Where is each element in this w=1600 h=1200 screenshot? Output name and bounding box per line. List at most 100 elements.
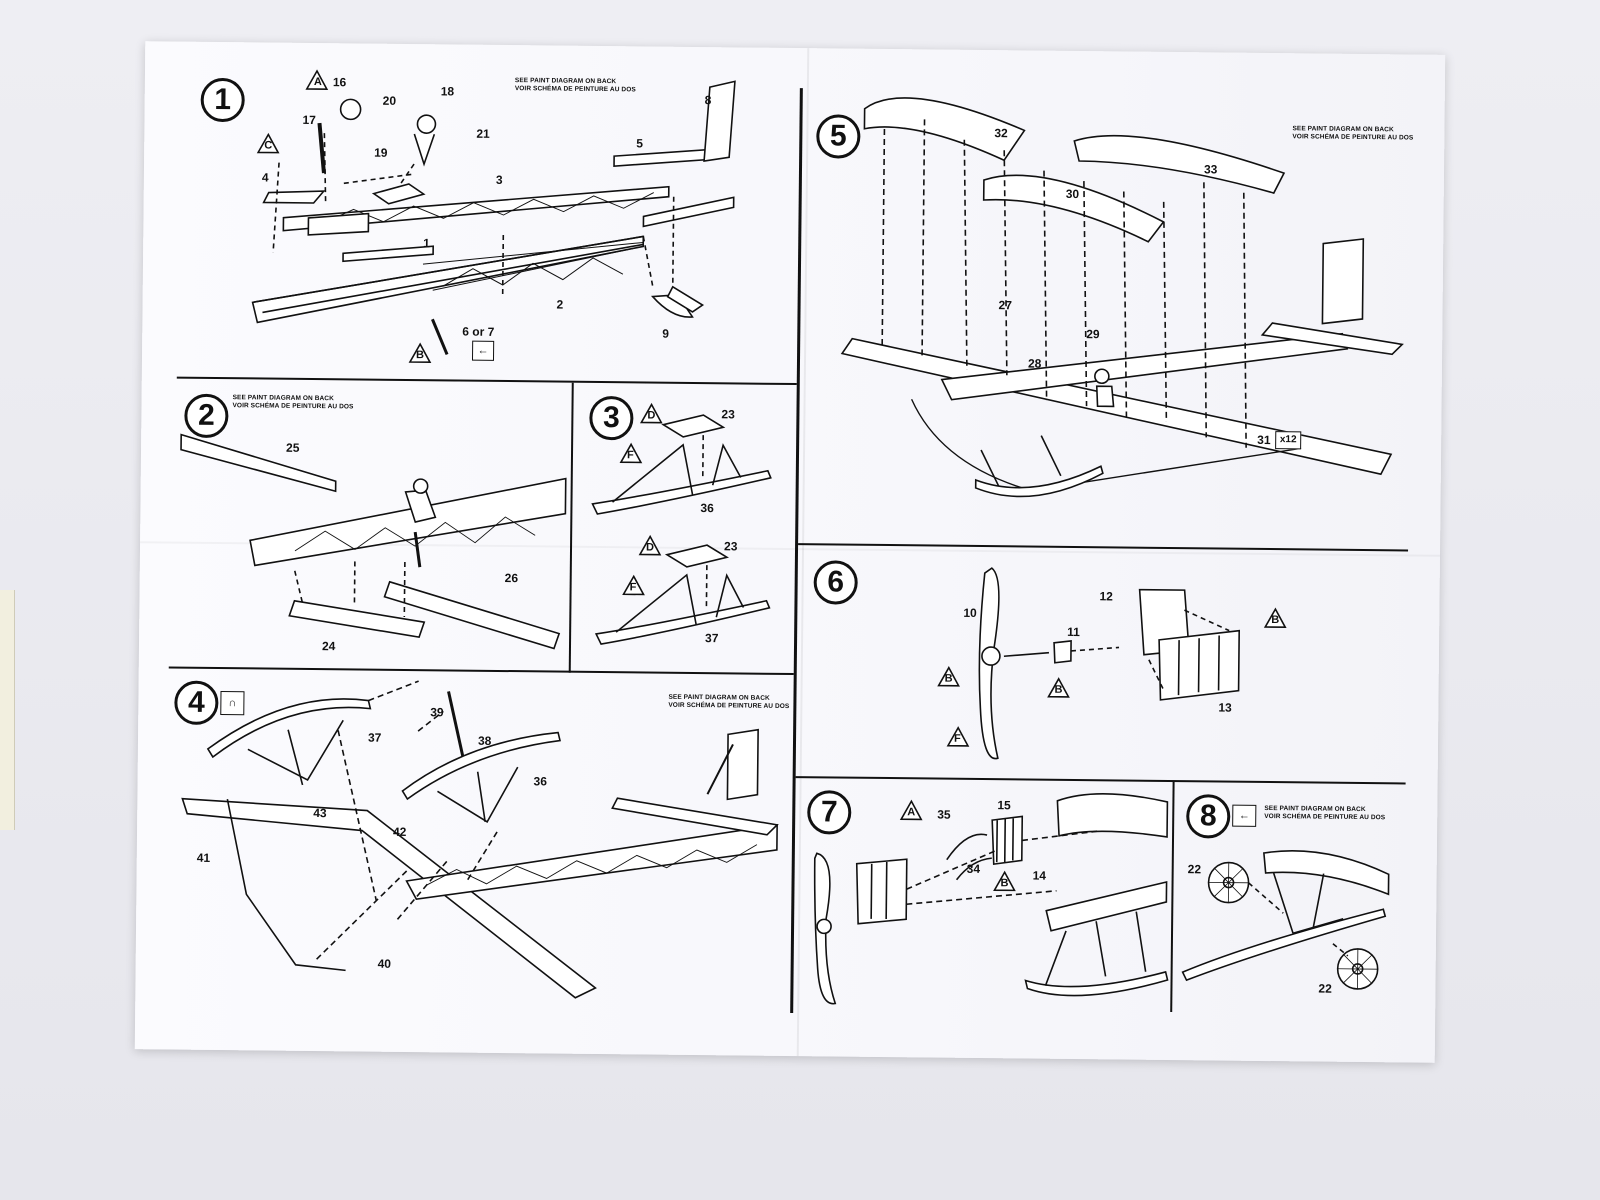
callout-letter: F xyxy=(629,581,637,594)
callout-letter: F xyxy=(626,449,634,462)
part-number: 10 xyxy=(963,605,977,620)
part-number: 11 xyxy=(1067,624,1080,640)
arrow-left-icon: ← xyxy=(1232,804,1257,827)
part-number: 37 xyxy=(705,631,719,646)
step-6-engine-drawing xyxy=(978,567,1241,760)
part-number: 24 xyxy=(321,639,336,654)
callout-letter: B xyxy=(415,349,425,362)
arrow-left-icon: ← xyxy=(471,340,495,361)
callout-letter: B xyxy=(944,672,953,685)
warning-triangle-icon xyxy=(639,402,663,424)
warning-triangle-icon xyxy=(408,342,432,364)
part-number: 14 xyxy=(1032,868,1047,883)
part-number: 36 xyxy=(533,774,548,789)
part-number: 41 xyxy=(196,850,211,865)
step-5-biplane-drawing xyxy=(840,97,1404,498)
part-number: 35 xyxy=(937,807,951,822)
part-number: 38 xyxy=(477,733,492,748)
step-number: 6 xyxy=(813,560,858,605)
part-number: 30 xyxy=(1065,186,1080,202)
part-number: 42 xyxy=(392,824,407,839)
warning-triangle-icon xyxy=(638,534,662,556)
part-number: 9 xyxy=(662,326,670,341)
callout-letter: A xyxy=(907,806,916,819)
step-number: 8 xyxy=(1186,794,1231,839)
callout-letter: B xyxy=(1271,614,1280,627)
part-number: 22 xyxy=(1318,981,1332,996)
callout-letter: C xyxy=(264,139,273,152)
part-number: 6 or 7 xyxy=(462,324,495,339)
part-number: 18 xyxy=(440,84,455,99)
part-number: 21 xyxy=(476,126,490,141)
display-stand-edge xyxy=(0,590,15,830)
callout-letter: B xyxy=(1054,683,1063,696)
part-number: 43 xyxy=(313,806,327,821)
part-number: 28 xyxy=(1027,356,1042,371)
warning-triangle-icon xyxy=(1263,607,1287,629)
step-7-radiator-drawing xyxy=(813,793,1169,1005)
part-number: 20 xyxy=(382,93,397,108)
callout-letter: F xyxy=(953,732,961,745)
step-number: 5 xyxy=(816,114,861,159)
step-8-wheels-drawing xyxy=(1181,849,1390,990)
step-3-skids-drawing xyxy=(591,414,772,645)
quantity-multiplier: x12 xyxy=(1275,431,1302,450)
part-number: 4 xyxy=(261,170,269,185)
callout-letter: D xyxy=(647,409,656,422)
part-number: 23 xyxy=(721,407,735,422)
step-number: 3 xyxy=(589,395,634,441)
part-number: 23 xyxy=(723,539,738,554)
callout-letter: D xyxy=(645,541,655,554)
warning-triangle-icon xyxy=(305,69,329,90)
part-number: 8 xyxy=(704,93,712,108)
step-number: 4 xyxy=(174,680,219,726)
part-number: 34 xyxy=(966,861,981,877)
warning-triangle-icon xyxy=(619,442,643,464)
part-number: 25 xyxy=(285,440,300,455)
callout-letter: B xyxy=(1000,877,1009,890)
step-4-rigging-drawing xyxy=(181,680,779,999)
step-7-panel: 7 35 15 34 14 A B xyxy=(795,778,1172,1017)
step-number: 1 xyxy=(200,77,245,123)
part-number: 37 xyxy=(367,730,382,745)
part-number: 12 xyxy=(1099,589,1113,604)
warning-triangle-icon xyxy=(946,726,970,747)
part-number: 3 xyxy=(495,172,503,187)
part-number: 31 xyxy=(1257,432,1271,448)
part-number: 2 xyxy=(556,297,564,312)
step-number: 2 xyxy=(184,393,229,439)
warning-triangle-icon xyxy=(256,132,280,154)
part-number: 22 xyxy=(1187,862,1202,877)
step-6-panel: 6 10 12 11 13 B B B F xyxy=(798,546,1410,782)
warning-triangle-icon xyxy=(993,870,1016,892)
step-3-panel: 3 23 36 23 37 D F D F xyxy=(571,384,797,673)
part-number: 5 xyxy=(636,136,644,151)
warning-triangle-icon xyxy=(622,574,645,596)
step-number: 7 xyxy=(807,790,852,835)
part-number: 40 xyxy=(377,956,392,971)
warning-triangle-icon xyxy=(899,799,923,821)
part-number: 29 xyxy=(1086,327,1100,342)
part-number: 19 xyxy=(374,145,388,160)
warning-triangle-icon xyxy=(1047,677,1070,698)
part-number: 32 xyxy=(994,126,1008,141)
callout-letter: A xyxy=(313,75,322,89)
warning-triangle-icon xyxy=(937,666,960,687)
glue-icon: ∩ xyxy=(220,691,245,716)
step-1-fuselage-drawing xyxy=(251,80,736,355)
part-number: 1 xyxy=(423,236,430,251)
step-2-wings-drawing xyxy=(180,433,567,650)
part-number: 17 xyxy=(302,112,316,128)
part-number: 36 xyxy=(700,501,714,516)
